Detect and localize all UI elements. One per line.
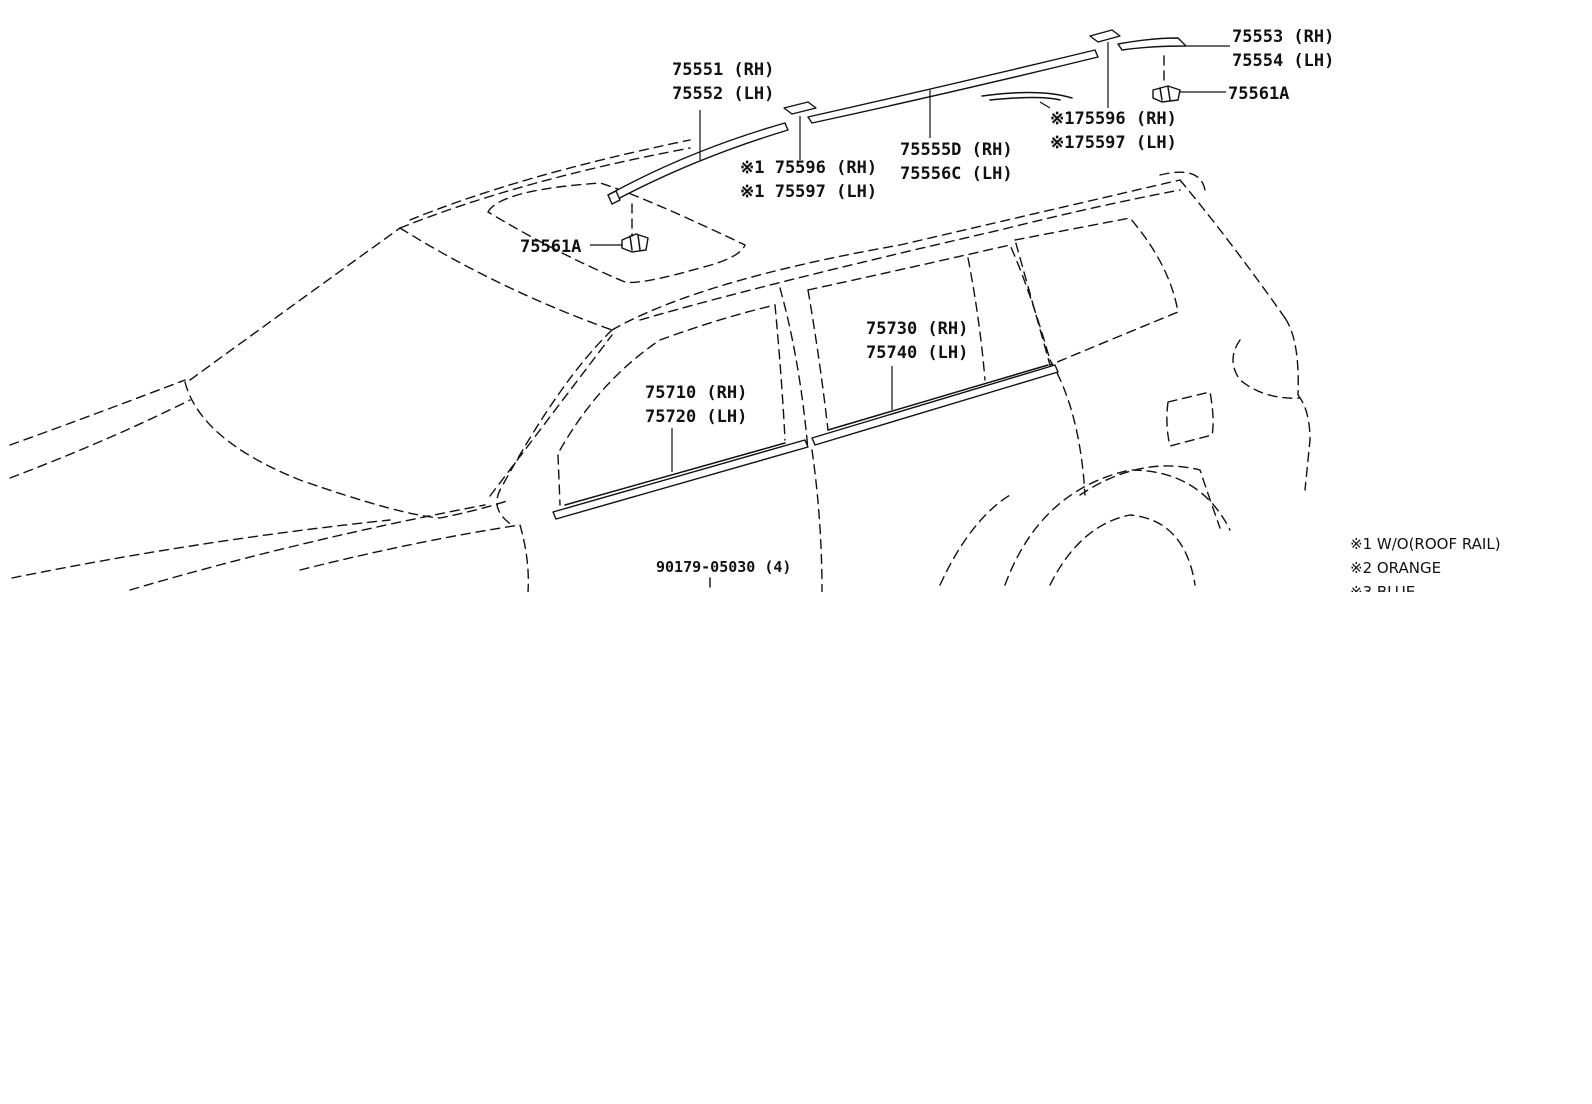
vehicle-outline	[9, 139, 1311, 592]
callout-roof-front-lh: 75552 (LH)	[672, 84, 774, 104]
front-cover-part	[783, 101, 817, 115]
rear-cover-part	[1089, 29, 1121, 43]
note-2: ※2 ORANGE	[1350, 559, 1441, 577]
callout-front-cover-lh: ※1 75597 (LH)	[740, 182, 877, 202]
front-clip-part	[621, 233, 649, 253]
leader-lines	[590, 42, 1230, 593]
notes: ※1 W/O(ROOF RAIL) ※2 ORANGE ※3 BLUE	[1350, 535, 1501, 601]
callout-screw: 90179-05030 (4)	[656, 558, 791, 576]
callout-front-cover-rh: ※1 75596 (RH)	[740, 158, 877, 178]
roof-front-molding-part	[607, 122, 789, 201]
roof-center-molding-part	[807, 49, 1099, 124]
callout-front-belt-lh: 75720 (LH)	[645, 407, 747, 427]
callout-front-clip: 75561A	[520, 237, 581, 257]
callout-rear-cover-rh: ※175596 (RH)	[1050, 109, 1177, 129]
callout-roof-rear-rh: 75553 (RH)	[1232, 27, 1334, 47]
callout-rear-belt-rh: 75730 (RH)	[866, 319, 968, 339]
callout-rear-cover-lh: ※175597 (LH)	[1050, 133, 1177, 153]
callout-roof-center-rh: 75555D (RH)	[900, 140, 1013, 160]
callout-front-belt-rh: 75710 (RH)	[645, 383, 747, 403]
callout-rear-clip: 75561A	[1228, 84, 1289, 104]
note-3: ※3 BLUE	[1350, 583, 1415, 601]
callout-roof-front-rh: 75551 (RH)	[672, 60, 774, 80]
callout-rear-belt-lh: 75740 (LH)	[866, 343, 968, 363]
callout-labels: 75551 (RH) 75552 (LH) 75555D (RH) 75556C…	[520, 27, 1334, 576]
rear-clip-part	[1152, 85, 1181, 103]
parts	[552, 29, 1187, 520]
front-belt-molding-part	[552, 439, 809, 520]
callout-roof-rear-lh: 75554 (LH)	[1232, 51, 1334, 71]
callout-roof-center-lh: 75556C (LH)	[900, 164, 1013, 184]
note-1: ※1 W/O(ROOF RAIL)	[1350, 535, 1501, 553]
roof-rear-molding-part	[1117, 37, 1187, 51]
rear-belt-molding-part	[811, 364, 1059, 446]
